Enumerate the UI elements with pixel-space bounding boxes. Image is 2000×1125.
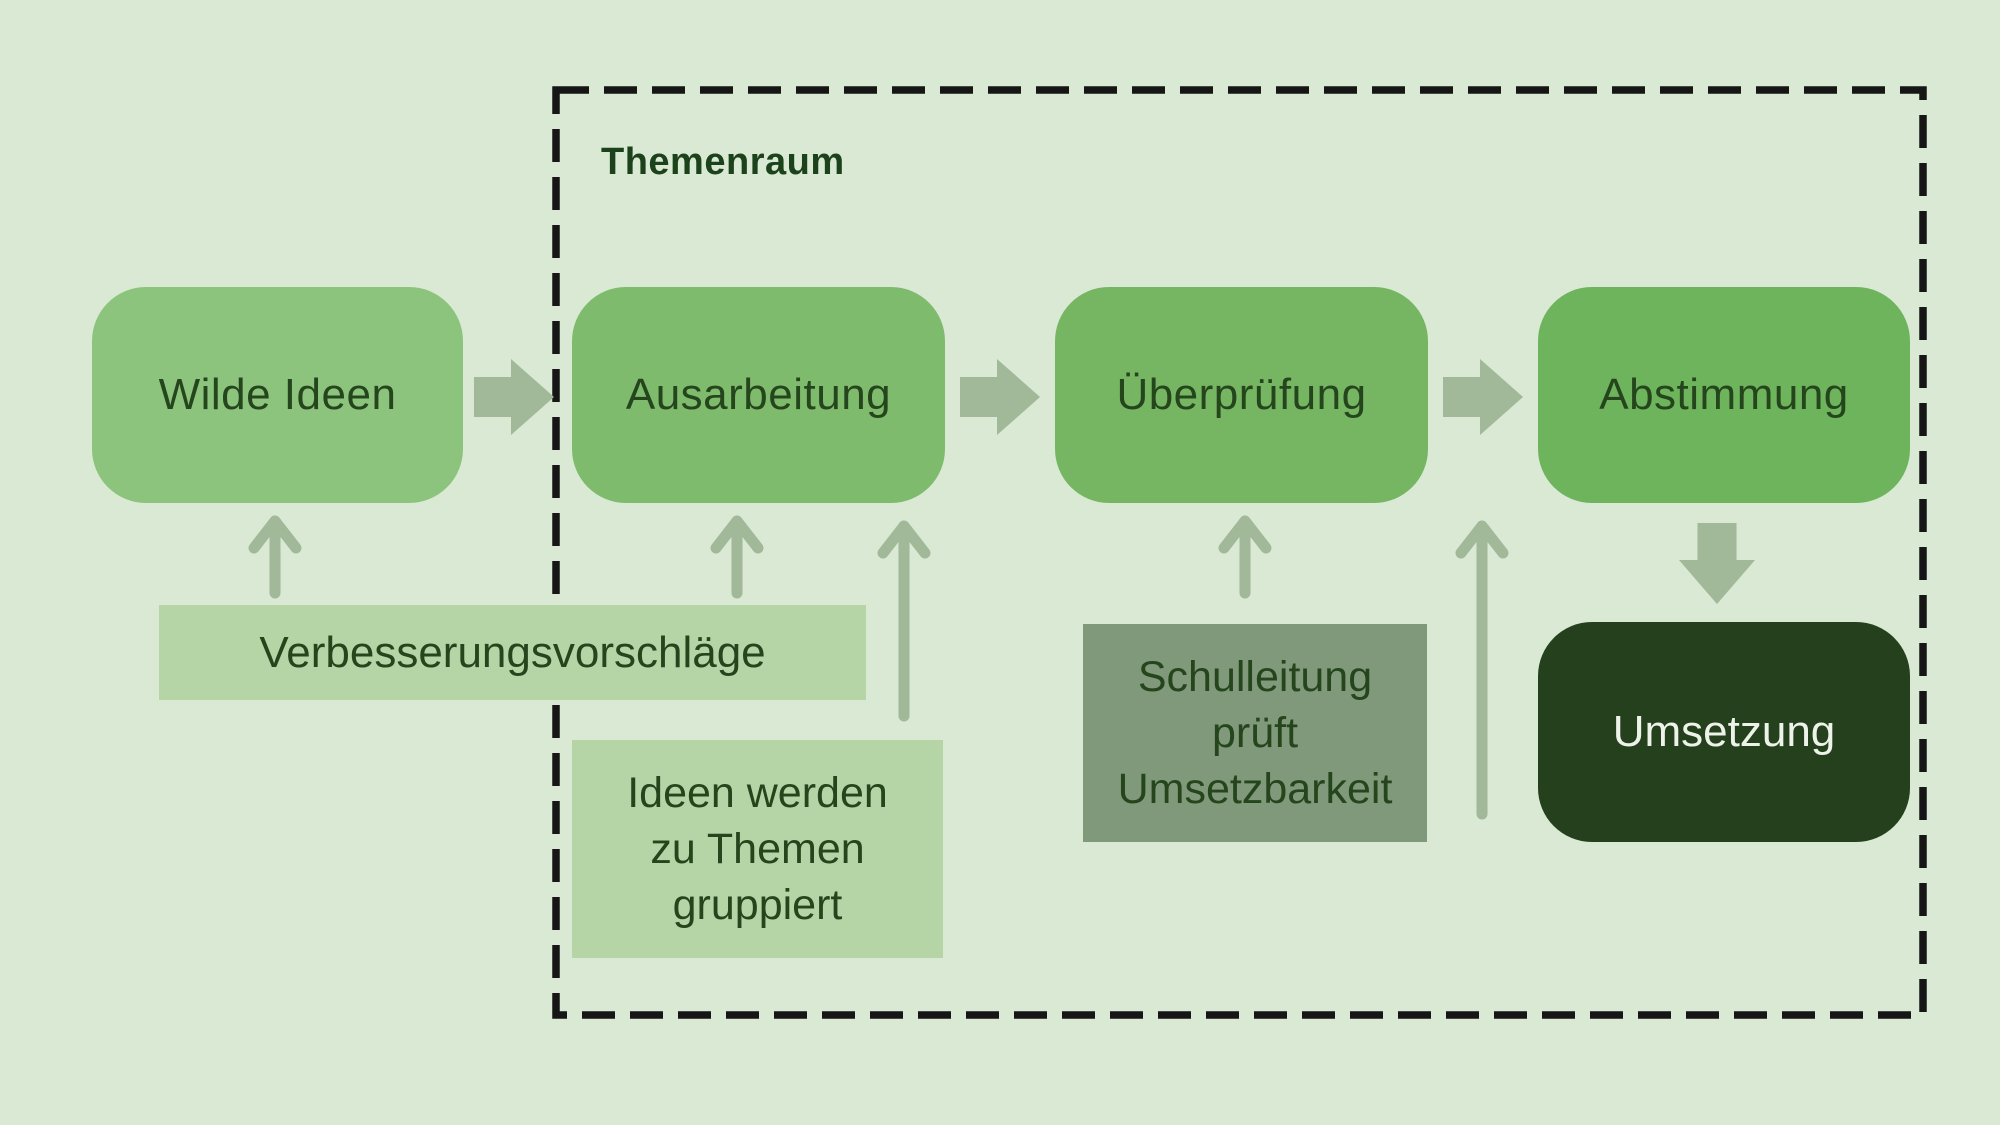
arrow-up-feedback-to-ausarbeitung-icon	[710, 515, 764, 599]
result-umsetzung: Umsetzung	[1538, 622, 1910, 842]
note-ideen-gruppierung-line1: Ideen werden	[627, 769, 888, 817]
note-ideen-gruppierung-line3: gruppiert	[672, 881, 843, 929]
note-schulleitung-pruefung: Schulleitung prüft Umsetzbarkeit	[1083, 624, 1427, 842]
note-verbesserungsvorschlaege-label: Verbesserungsvorschläge	[259, 627, 766, 677]
stage-abstimmung: Abstimmung	[1538, 287, 1910, 503]
note-ideen-gruppierung: Ideen werden zu Themen gruppiert	[572, 740, 943, 958]
arrow-up-to-abstimmung-icon	[1455, 520, 1509, 820]
arrow-right-ueberpruefung-to-abstimmung-icon	[1443, 359, 1523, 435]
note-schulleitung-line2: prüft	[1211, 709, 1299, 757]
arrow-up-gruppierung-to-ausarbeitung-icon	[877, 520, 931, 722]
stage-abstimmung-label: Abstimmung	[1599, 370, 1849, 419]
note-verbesserungsvorschlaege: Verbesserungsvorschläge	[159, 605, 866, 700]
stage-wilde-ideen-label: Wilde Ideen	[158, 370, 397, 419]
result-umsetzung-label: Umsetzung	[1612, 707, 1836, 756]
arrow-right-ausarbeitung-to-ueberpruefung-icon	[960, 359, 1040, 435]
arrow-right-wilde-to-ausarbeitung-icon	[474, 359, 554, 435]
stage-ausarbeitung-label: Ausarbeitung	[625, 370, 892, 419]
stage-ueberpruefung-label: Überprüfung	[1116, 370, 1367, 419]
note-schulleitung-line1: Schulleitung	[1137, 653, 1373, 701]
themenraum-title: Themenraum	[601, 141, 845, 183]
note-ideen-gruppierung-line2: zu Themen	[650, 825, 865, 873]
arrow-up-schulleitung-to-ueberpruefung-icon	[1218, 515, 1272, 599]
stage-ausarbeitung: Ausarbeitung	[572, 287, 945, 503]
stage-wilde-ideen: Wilde Ideen	[92, 287, 463, 503]
stage-ueberpruefung: Überprüfung	[1055, 287, 1428, 503]
arrow-down-abstimmung-to-umsetzung-icon	[1679, 523, 1755, 604]
arrow-up-feedback-to-wilde-ideen-icon	[248, 515, 302, 599]
note-schulleitung-line3: Umsetzbarkeit	[1117, 765, 1393, 813]
